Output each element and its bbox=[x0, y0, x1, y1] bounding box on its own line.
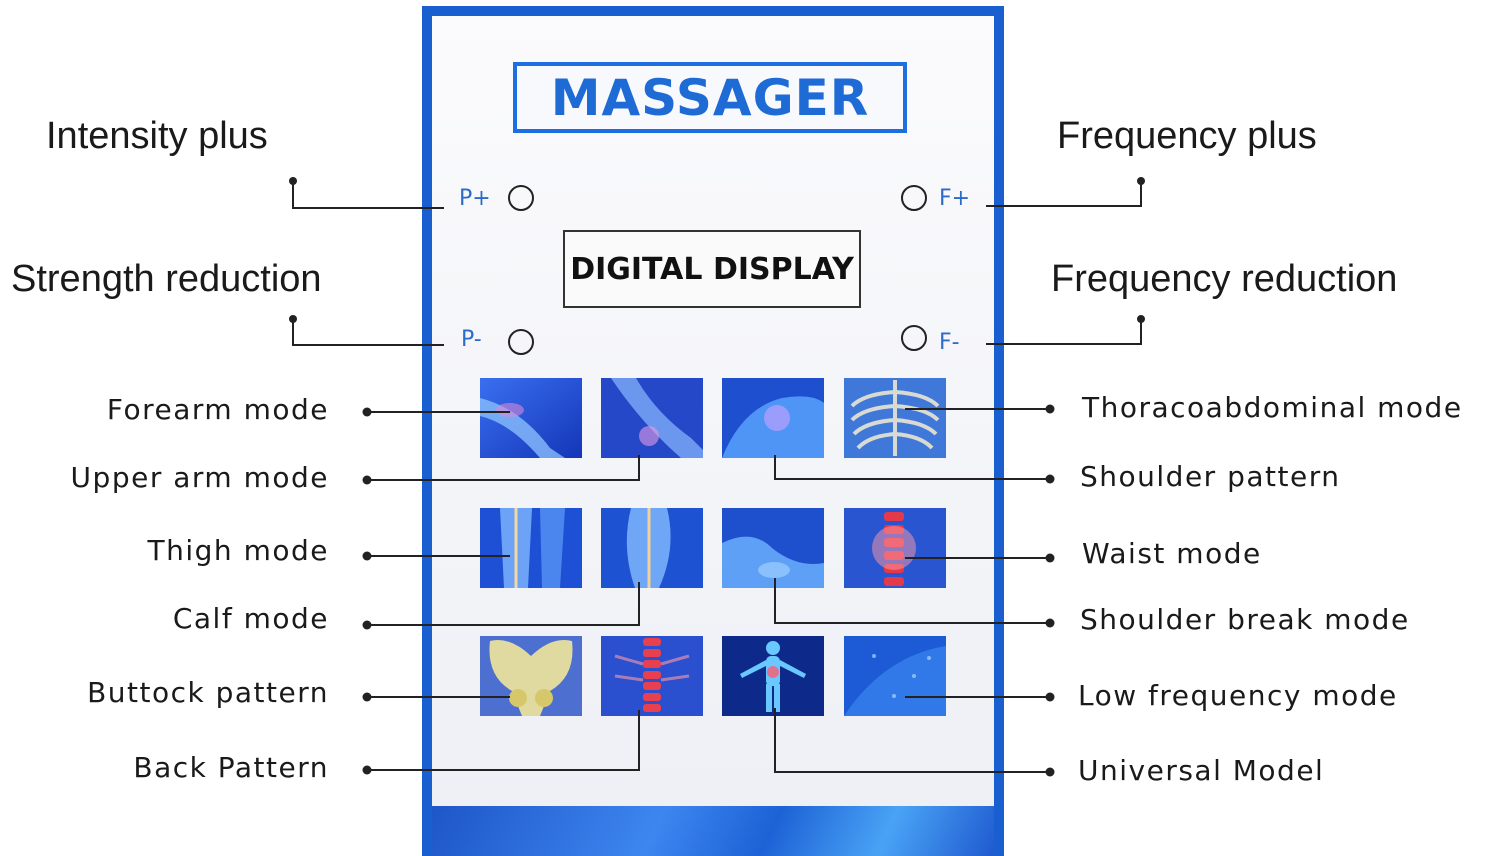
f-plus-label: F+ bbox=[939, 186, 971, 211]
p-plus-button[interactable] bbox=[508, 185, 534, 211]
mode-tile-low-frequency[interactable] bbox=[844, 636, 946, 716]
mode-tile-buttock[interactable] bbox=[480, 636, 582, 716]
mode-label-waist: Waist mode bbox=[1082, 537, 1262, 570]
mode-tile-calf[interactable] bbox=[601, 508, 703, 588]
mode-tile-shoulder-break[interactable] bbox=[722, 508, 824, 588]
massager-title-box: MASSAGER bbox=[513, 62, 907, 133]
f-plus-button[interactable] bbox=[901, 185, 927, 211]
f-minus-button[interactable] bbox=[901, 325, 927, 351]
mode-label-universal: Universal Model bbox=[1078, 754, 1325, 787]
p-minus-button[interactable] bbox=[508, 329, 534, 355]
mode-label-buttock: Buttock pattern bbox=[87, 676, 329, 709]
mode-label-forearm: Forearm mode bbox=[106, 393, 329, 426]
mode-tile-thigh[interactable] bbox=[480, 508, 582, 588]
callout-intensity-plus: Intensity plus bbox=[46, 115, 268, 157]
mode-label-thigh: Thigh mode bbox=[147, 534, 329, 567]
mode-label-upper-arm: Upper arm mode bbox=[70, 461, 329, 494]
callout-frequency-reduction: Frequency reduction bbox=[1051, 258, 1398, 300]
mode-label-shoulder: Shoulder pattern bbox=[1080, 460, 1341, 493]
mode-tile-back[interactable] bbox=[601, 636, 703, 716]
p-minus-label: P- bbox=[461, 327, 482, 352]
mode-label-thoracoabdominal: Thoracoabdominal mode bbox=[1082, 391, 1463, 424]
massager-title: MASSAGER bbox=[550, 68, 870, 127]
digital-display-label: DIGITAL DISPLAY bbox=[570, 251, 854, 287]
mode-tile-universal[interactable] bbox=[722, 636, 824, 716]
callout-frequency-plus: Frequency plus bbox=[1057, 115, 1317, 157]
mode-tile-shoulder[interactable] bbox=[722, 378, 824, 458]
mode-label-low-frequency: Low frequency mode bbox=[1078, 679, 1398, 712]
callout-strength-reduction: Strength reduction bbox=[11, 258, 322, 300]
p-plus-label: P+ bbox=[459, 186, 491, 211]
mode-label-shoulder-break: Shoulder break mode bbox=[1080, 603, 1410, 636]
mode-tile-upper-arm[interactable] bbox=[601, 378, 703, 458]
mode-label-back: Back Pattern bbox=[133, 751, 329, 784]
digital-display: DIGITAL DISPLAY bbox=[563, 230, 861, 308]
mode-label-calf: Calf mode bbox=[172, 602, 329, 635]
f-minus-label: F- bbox=[939, 330, 960, 355]
mode-tile-waist[interactable] bbox=[844, 508, 946, 588]
mode-tile-thoracoabdominal[interactable] bbox=[844, 378, 946, 458]
